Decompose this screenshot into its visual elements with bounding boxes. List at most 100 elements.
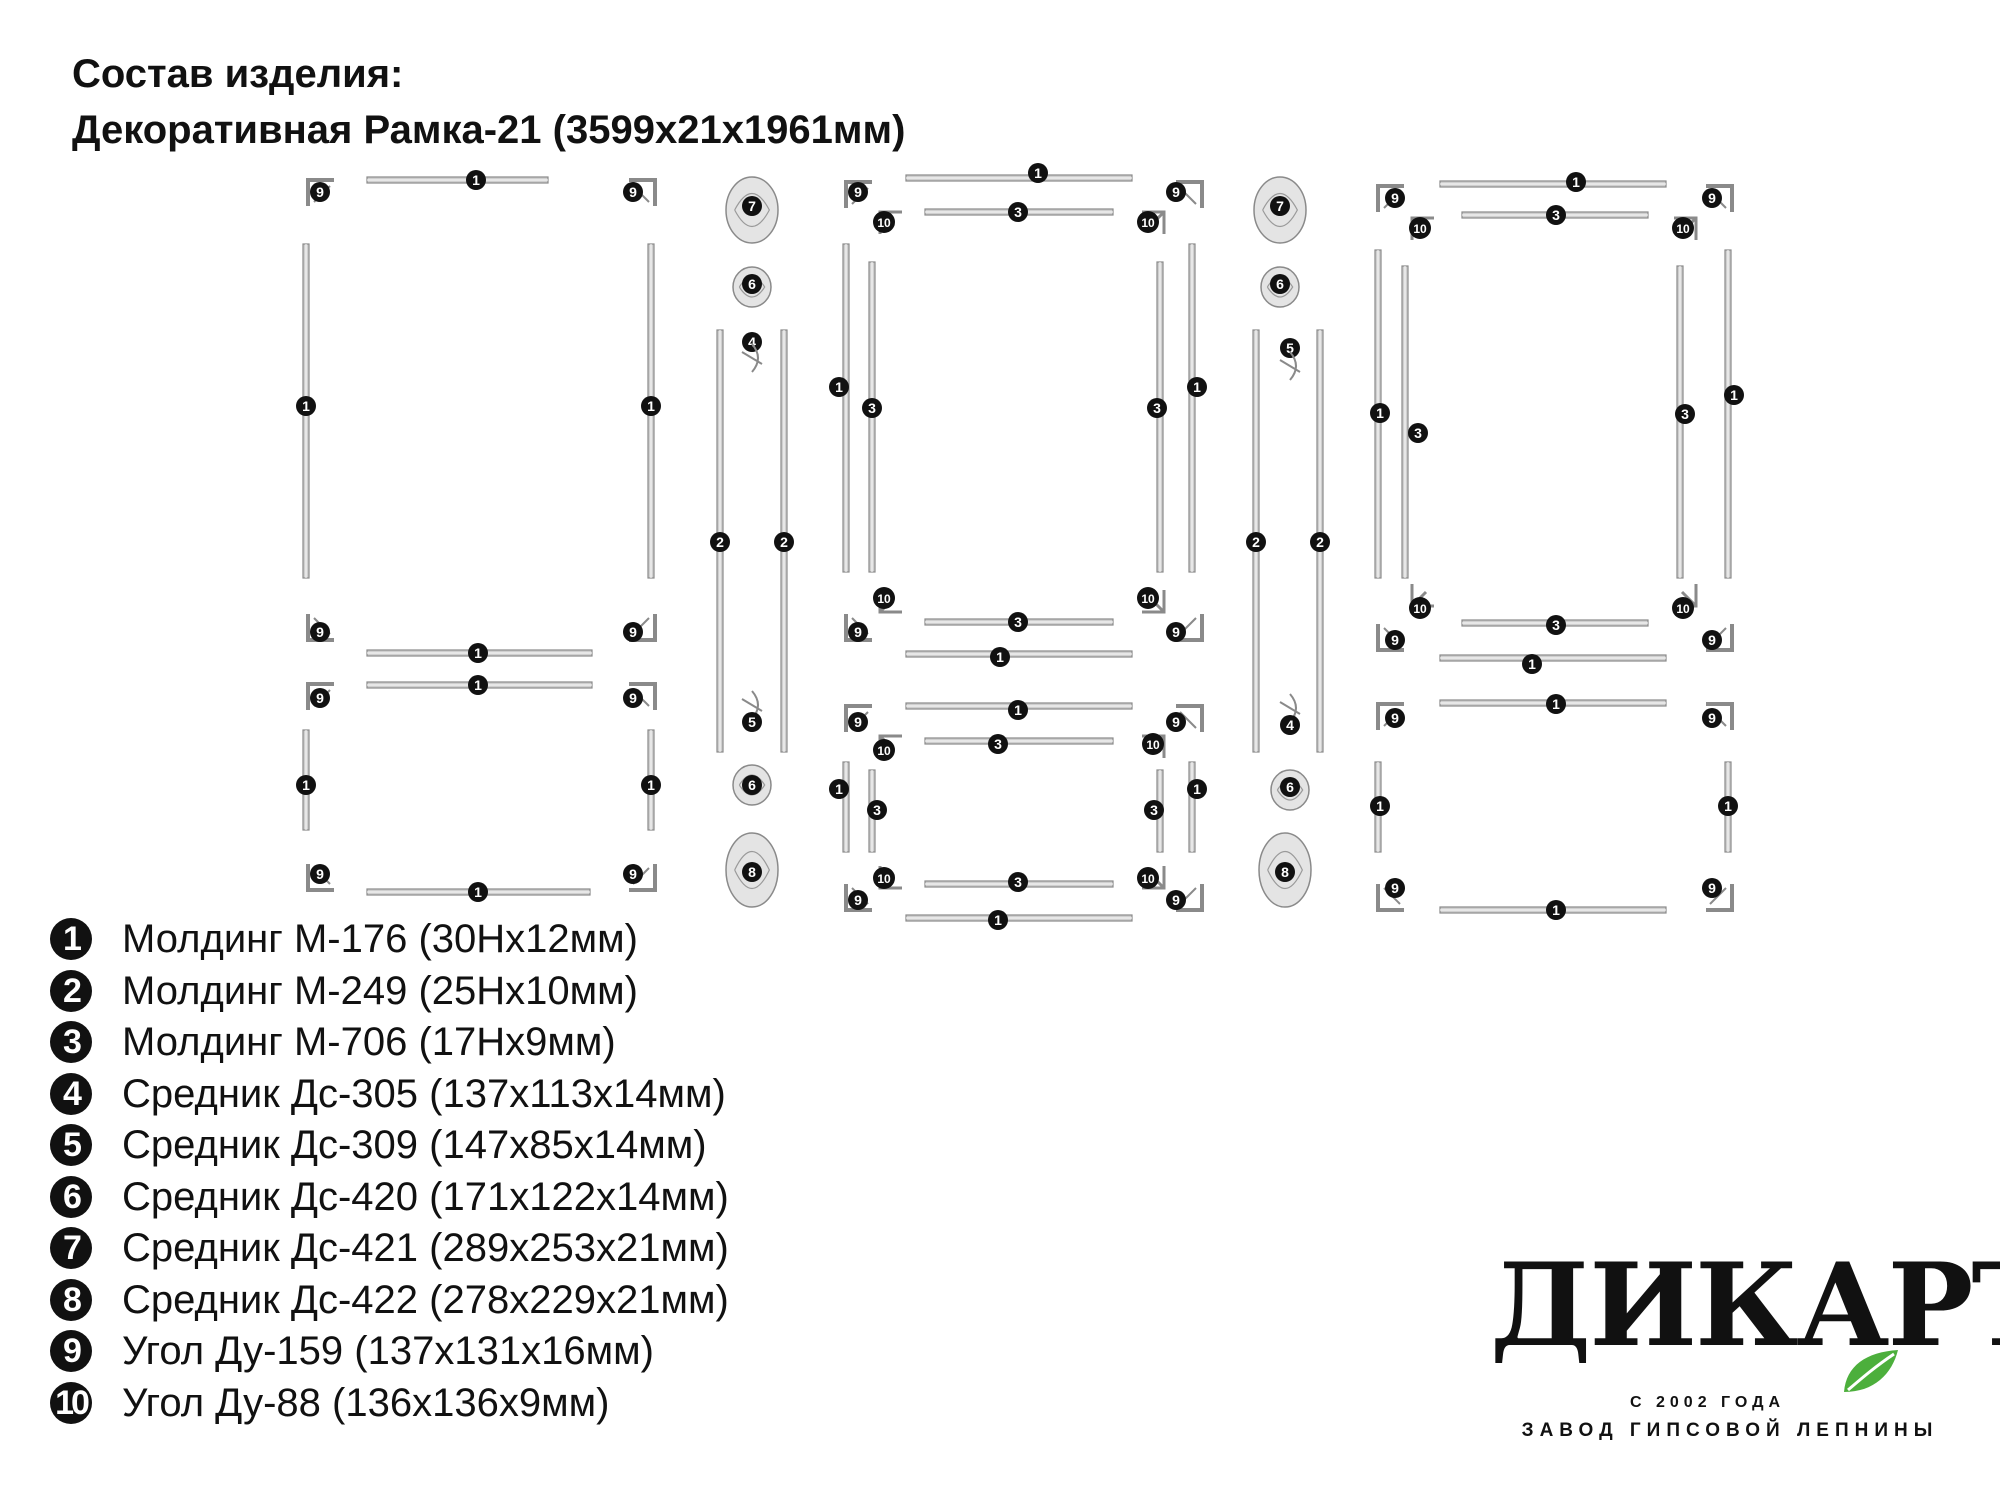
part-number-badge bbox=[1702, 708, 1722, 728]
part-number-label: 1 bbox=[1376, 405, 1384, 421]
legend-number-badge: 5 bbox=[50, 1124, 92, 1166]
part-number-label: 1 bbox=[1014, 702, 1022, 718]
part-number-badge bbox=[1385, 630, 1405, 650]
part-number-badge bbox=[1270, 274, 1290, 294]
part-number-badge bbox=[988, 734, 1008, 754]
part-number-label: 1 bbox=[835, 379, 843, 395]
legend-number-badge: 4 bbox=[50, 1072, 92, 1115]
part-number-label: 9 bbox=[854, 714, 862, 730]
part-number-badge bbox=[1385, 878, 1405, 898]
part-number-badge bbox=[1370, 796, 1390, 816]
part-number-badge bbox=[1566, 172, 1586, 192]
part-number-label: 10 bbox=[877, 592, 891, 606]
part-number-badge bbox=[310, 182, 330, 202]
part-number-badge bbox=[848, 712, 868, 732]
part-number-label: 1 bbox=[647, 777, 655, 793]
part-number-label: 9 bbox=[316, 624, 324, 640]
ornament-detail bbox=[734, 192, 771, 228]
legend-number-badge: 10 bbox=[50, 1381, 92, 1424]
corner-piece bbox=[1706, 884, 1734, 912]
corner-piece bbox=[1706, 184, 1734, 212]
part-number-label: 1 bbox=[302, 398, 310, 414]
part-number-label: 9 bbox=[1391, 632, 1399, 648]
part-number-badge bbox=[1672, 597, 1694, 619]
part-number-badge bbox=[1672, 217, 1694, 239]
part-number-label: 4 bbox=[748, 334, 756, 350]
legend-number-badge: 2 bbox=[50, 969, 92, 1012]
corner-piece bbox=[1176, 884, 1204, 912]
part-number-label: 10 bbox=[877, 216, 891, 230]
part-number-label: 1 bbox=[302, 777, 310, 793]
part-number-badge bbox=[623, 182, 643, 202]
part-number-badge bbox=[1142, 733, 1164, 755]
part-number-badge bbox=[1702, 630, 1722, 650]
part-number-label: 3 bbox=[1150, 802, 1158, 818]
part-number-label: 9 bbox=[854, 184, 862, 200]
part-number-badge bbox=[1008, 202, 1028, 222]
page-title: Состав изделия: Декоративная Рамка-21 (3… bbox=[72, 46, 905, 158]
part-number-label: 10 bbox=[1413, 602, 1427, 616]
part-number-badge bbox=[1280, 777, 1300, 797]
part-number-label: 9 bbox=[1708, 880, 1716, 896]
part-number-label: 9 bbox=[1391, 710, 1399, 726]
part-number-label: 5 bbox=[1286, 340, 1294, 356]
part-number-badge bbox=[1137, 587, 1159, 609]
part-number-label: 5 bbox=[748, 714, 756, 730]
part-number-badge bbox=[848, 890, 868, 910]
part-number-label: 10 bbox=[1141, 592, 1155, 606]
part-number-badge bbox=[1008, 872, 1028, 892]
part-number-badge bbox=[1270, 196, 1290, 216]
part-number-label: 9 bbox=[1391, 880, 1399, 896]
part-number-badge bbox=[1187, 779, 1207, 799]
corner-piece bbox=[1176, 180, 1204, 208]
part-number-label: 3 bbox=[1014, 204, 1022, 220]
legend-label: Средник Дс-305 (137х113х14мм) bbox=[122, 1071, 726, 1116]
part-number-label: 9 bbox=[629, 690, 637, 706]
part-number-badge bbox=[1718, 796, 1738, 816]
part-number-badge bbox=[848, 182, 868, 202]
corner-piece bbox=[306, 682, 334, 710]
part-number-badge bbox=[988, 910, 1008, 930]
part-number-badge bbox=[466, 170, 486, 190]
corner-piece bbox=[1376, 884, 1404, 912]
part-number-label: 1 bbox=[647, 398, 655, 414]
part-number-badge bbox=[1275, 862, 1295, 882]
part-number-badge bbox=[1409, 597, 1431, 619]
part-number-label: 1 bbox=[994, 912, 1002, 928]
part-number-badge bbox=[1166, 622, 1186, 642]
brand-logo: ДИКАРТ С 2002 ГОДА ЗАВОД ГИПСОВОЙ ЛЕПНИН… bbox=[1490, 1238, 2000, 1450]
part-number-badge bbox=[1166, 890, 1186, 910]
part-number-badge bbox=[1546, 694, 1566, 714]
part-number-badge bbox=[1546, 205, 1566, 225]
corner-piece bbox=[844, 884, 872, 912]
part-number-label: 1 bbox=[996, 649, 1004, 665]
part-number-label: 6 bbox=[1286, 779, 1294, 795]
part-number-label: 4 bbox=[1286, 717, 1294, 733]
part-number-label: 2 bbox=[1316, 534, 1324, 550]
part-number-badge bbox=[873, 211, 895, 233]
corner-piece bbox=[844, 704, 872, 732]
part-number-badge bbox=[774, 532, 794, 552]
legend-number-badge: 6 bbox=[50, 1175, 92, 1218]
part-number-label: 1 bbox=[472, 172, 480, 188]
corner-piece bbox=[306, 178, 334, 206]
corner-piece bbox=[1176, 704, 1204, 732]
part-number-badge bbox=[468, 675, 488, 695]
corner-piece bbox=[306, 864, 334, 892]
part-number-label: 9 bbox=[316, 866, 324, 882]
part-number-label: 9 bbox=[316, 690, 324, 706]
part-number-badge bbox=[623, 688, 643, 708]
part-number-label: 7 bbox=[1276, 198, 1284, 214]
part-number-badge bbox=[1137, 211, 1159, 233]
sprig-ornament bbox=[1279, 351, 1301, 381]
part-number-label: 9 bbox=[1391, 190, 1399, 206]
part-number-badge bbox=[710, 532, 730, 552]
brand-name: ДИКАРТ bbox=[1490, 1238, 2000, 1372]
part-number-label: 3 bbox=[1552, 207, 1560, 223]
part-number-badge bbox=[742, 332, 762, 352]
part-number-badge bbox=[1522, 654, 1542, 674]
part-number-badge bbox=[1702, 188, 1722, 208]
part-number-label: 1 bbox=[474, 645, 482, 661]
part-number-badge bbox=[1724, 385, 1744, 405]
part-number-label: 3 bbox=[1153, 400, 1161, 416]
